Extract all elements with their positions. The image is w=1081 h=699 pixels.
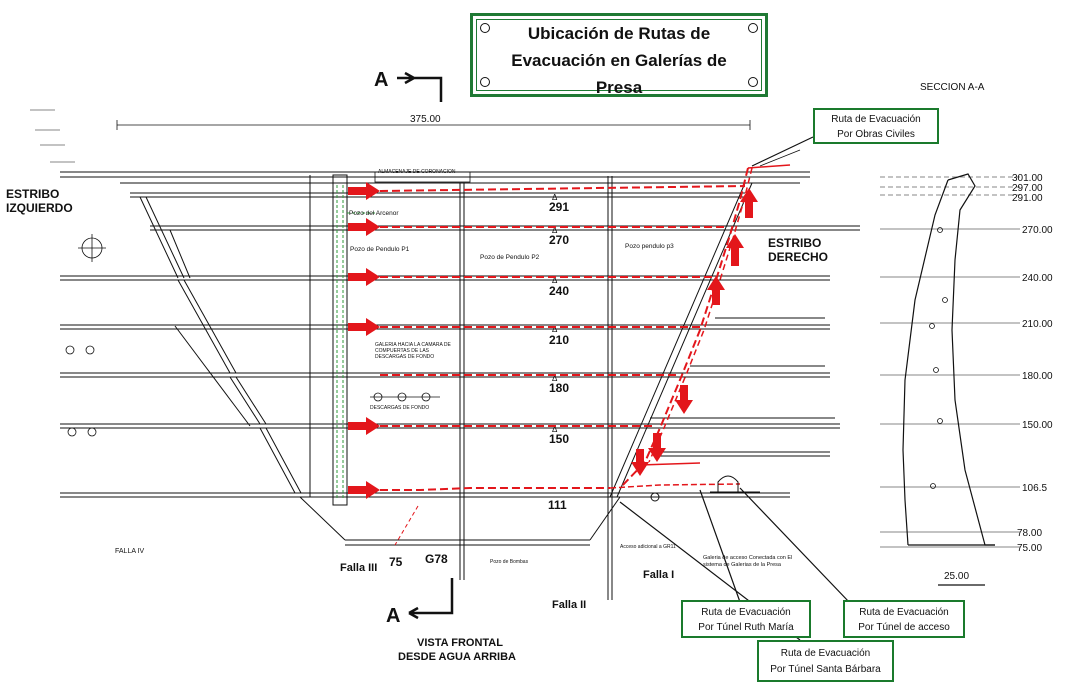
level-180: 180 <box>549 381 569 395</box>
screw-icon <box>480 23 490 33</box>
title-line1: Ubicación de Rutas de <box>527 24 711 43</box>
galleries <box>60 192 860 546</box>
screw-icon <box>748 77 758 87</box>
elev-75: 75.00 <box>1017 543 1042 554</box>
elev-301: 301.00 <box>1012 173 1043 184</box>
elev-297: 297.00 <box>1012 183 1043 194</box>
elev-210: 210.00 <box>1022 319 1053 330</box>
elev-240: 240.00 <box>1022 273 1053 284</box>
vista-line1: VISTA FRONTAL <box>417 637 503 649</box>
left-elevation-ticks <box>30 109 75 163</box>
falla-ii-label: Falla II <box>552 599 586 611</box>
elev-150: 150.00 <box>1022 420 1053 431</box>
screw-icon <box>480 77 490 87</box>
svg-text:Δ: Δ <box>552 374 558 383</box>
level-291: 291 <box>549 200 569 214</box>
gallery-level-labels: 291 270 240 210 180 150 111 <box>548 200 569 512</box>
tunnel-portal-icon <box>650 475 760 502</box>
page-title: Ubicación de Rutas de Evacuación en Gale… <box>473 20 765 101</box>
pozo-pendulo-p3-label: Pozo pendulo p3 <box>625 243 674 250</box>
falla-i-label: Falla I <box>643 569 674 581</box>
level-150: 150 <box>549 432 569 446</box>
vertical-shafts <box>309 175 613 600</box>
left-abutment-line1: ESTRIBO <box>6 187 59 201</box>
left-abutment-profile <box>139 196 621 541</box>
elev-106-5: 106.5 <box>1022 483 1047 494</box>
label-g78: G78 <box>425 552 448 566</box>
galeria-conectada-label: Galeria de acceso Conectada con El siste… <box>703 555 792 568</box>
section-marker-bottom: A <box>386 605 400 627</box>
elev-78: 78.00 <box>1017 528 1042 539</box>
level-triangles: Δ Δ Δ Δ Δ Δ <box>552 193 558 434</box>
span-dimension: 375.00 <box>410 114 441 125</box>
vista-line2: DESDE AGUA ARRIBA <box>398 651 516 663</box>
pozo-bombas-label: Pozo de Bombas <box>490 559 529 565</box>
descargas-symbols <box>65 234 440 437</box>
elev-270: 270.00 <box>1022 225 1053 236</box>
crest <box>60 149 810 184</box>
elev-291: 291.00 <box>1012 193 1043 204</box>
route-callout-ruth-maria: Ruta de Evacuación Por Túnel Ruth María <box>681 600 811 638</box>
screw-icon <box>748 23 758 33</box>
falla-iii-label: Falla III <box>340 562 377 574</box>
pozo-arcenor-label: Pozo del Arcenor <box>349 210 399 217</box>
level-240: 240 <box>549 284 569 298</box>
right-abutment-profile <box>609 182 753 498</box>
galeria-hacia-label: GALERIA HACIA LA CAMARA DE COMPUERTAS DE… <box>375 342 451 360</box>
route-callout-santa-barbara: Ruta de Evacuación Por Túnel Santa Bárba… <box>757 640 894 682</box>
svg-text:Δ: Δ <box>552 325 558 334</box>
svg-text:Δ: Δ <box>552 226 558 235</box>
title-line3: Presa <box>595 78 643 97</box>
right-abutment-line2: DERECHO <box>768 250 828 264</box>
descargas-fondo-label: DESCARGAS DE FONDO <box>370 405 429 411</box>
level-270: 270 <box>549 233 569 247</box>
red-arrow-icons <box>348 182 758 499</box>
route-callout-obras-civiles: Ruta de Evacuación Por Obras Civiles <box>813 108 939 144</box>
falla-iv-label: FALLA IV <box>115 548 145 555</box>
level-111: 111 <box>548 498 567 512</box>
section-marker-top: A <box>374 69 388 91</box>
pozo-pendulo-p2-label: Pozo de Pendulo P2 <box>480 254 540 261</box>
scale-bar-label: 25.00 <box>944 571 969 582</box>
right-abutment-line1: ESTRIBO <box>768 236 821 250</box>
label-75: 75 <box>389 555 403 569</box>
elev-180: 180.00 <box>1022 371 1053 382</box>
acceso-adicional-label: Acceso adicional a GR11 <box>620 544 676 550</box>
svg-text:Δ: Δ <box>552 276 558 285</box>
svg-text:Δ: Δ <box>552 193 558 202</box>
almacenaje-label: ALMACENAJE DE CORONACION <box>378 169 456 175</box>
title-line2: Evacuación en Galerías de <box>511 51 727 70</box>
title-plaque: Ubicación de Rutas de Evacuación en Gale… <box>470 13 768 97</box>
level-210: 210 <box>549 333 569 347</box>
section-arrow-bottom-icon <box>408 578 454 620</box>
section-label: SECCION A-A <box>920 82 985 93</box>
section-a-a <box>880 173 1020 548</box>
svg-text:Δ: Δ <box>552 425 558 434</box>
pozo-arcenor-shaft <box>332 174 348 506</box>
section-elevations: 301.00 297.00 291.00 270.00 240.00 210.0… <box>1012 173 1053 554</box>
route-callout-tunel-acceso: Ruta de Evacuación Por Túnel de acceso <box>843 600 965 638</box>
pozo-pendulo-p1-label: Pozo de Pendulo P1 <box>350 246 410 253</box>
section-arrow-top-icon <box>397 71 443 102</box>
left-abutment-line2: IZQUIERDO <box>6 201 73 215</box>
